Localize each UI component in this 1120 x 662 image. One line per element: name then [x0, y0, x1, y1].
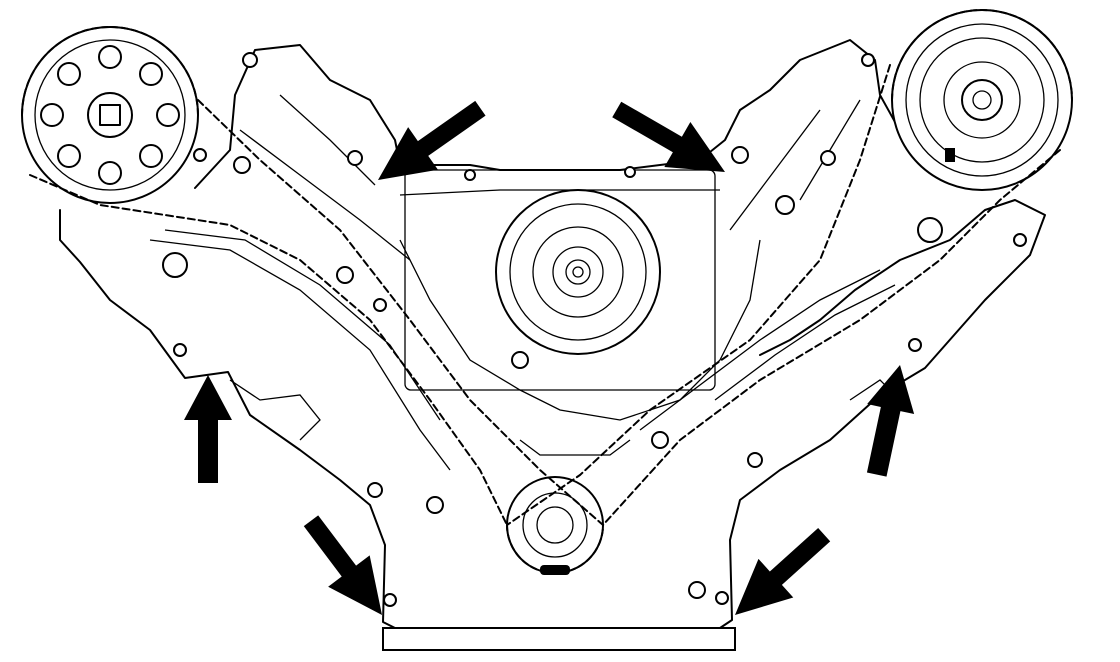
right-cam-sprocket: [891, 9, 1073, 191]
arrow-icon: [303, 515, 382, 615]
engine-front-cover: [59, 39, 1046, 629]
bolt-bosses: [173, 52, 1027, 607]
sprocket-lightening-holes: [40, 45, 180, 185]
arrow-icon: [612, 101, 725, 172]
oil-pan-rail: [382, 627, 736, 651]
arrow-icon: [735, 528, 831, 615]
callout-arrows: [184, 100, 915, 615]
arrow-icon: [866, 365, 915, 477]
water-pump-pulley: [495, 189, 661, 355]
left-cam-sprocket: [21, 26, 199, 204]
chain-icon: [21, 9, 1073, 574]
chain-guides: [149, 217, 943, 471]
arrow-icon: [184, 375, 232, 483]
arrow-icon: [378, 100, 486, 180]
